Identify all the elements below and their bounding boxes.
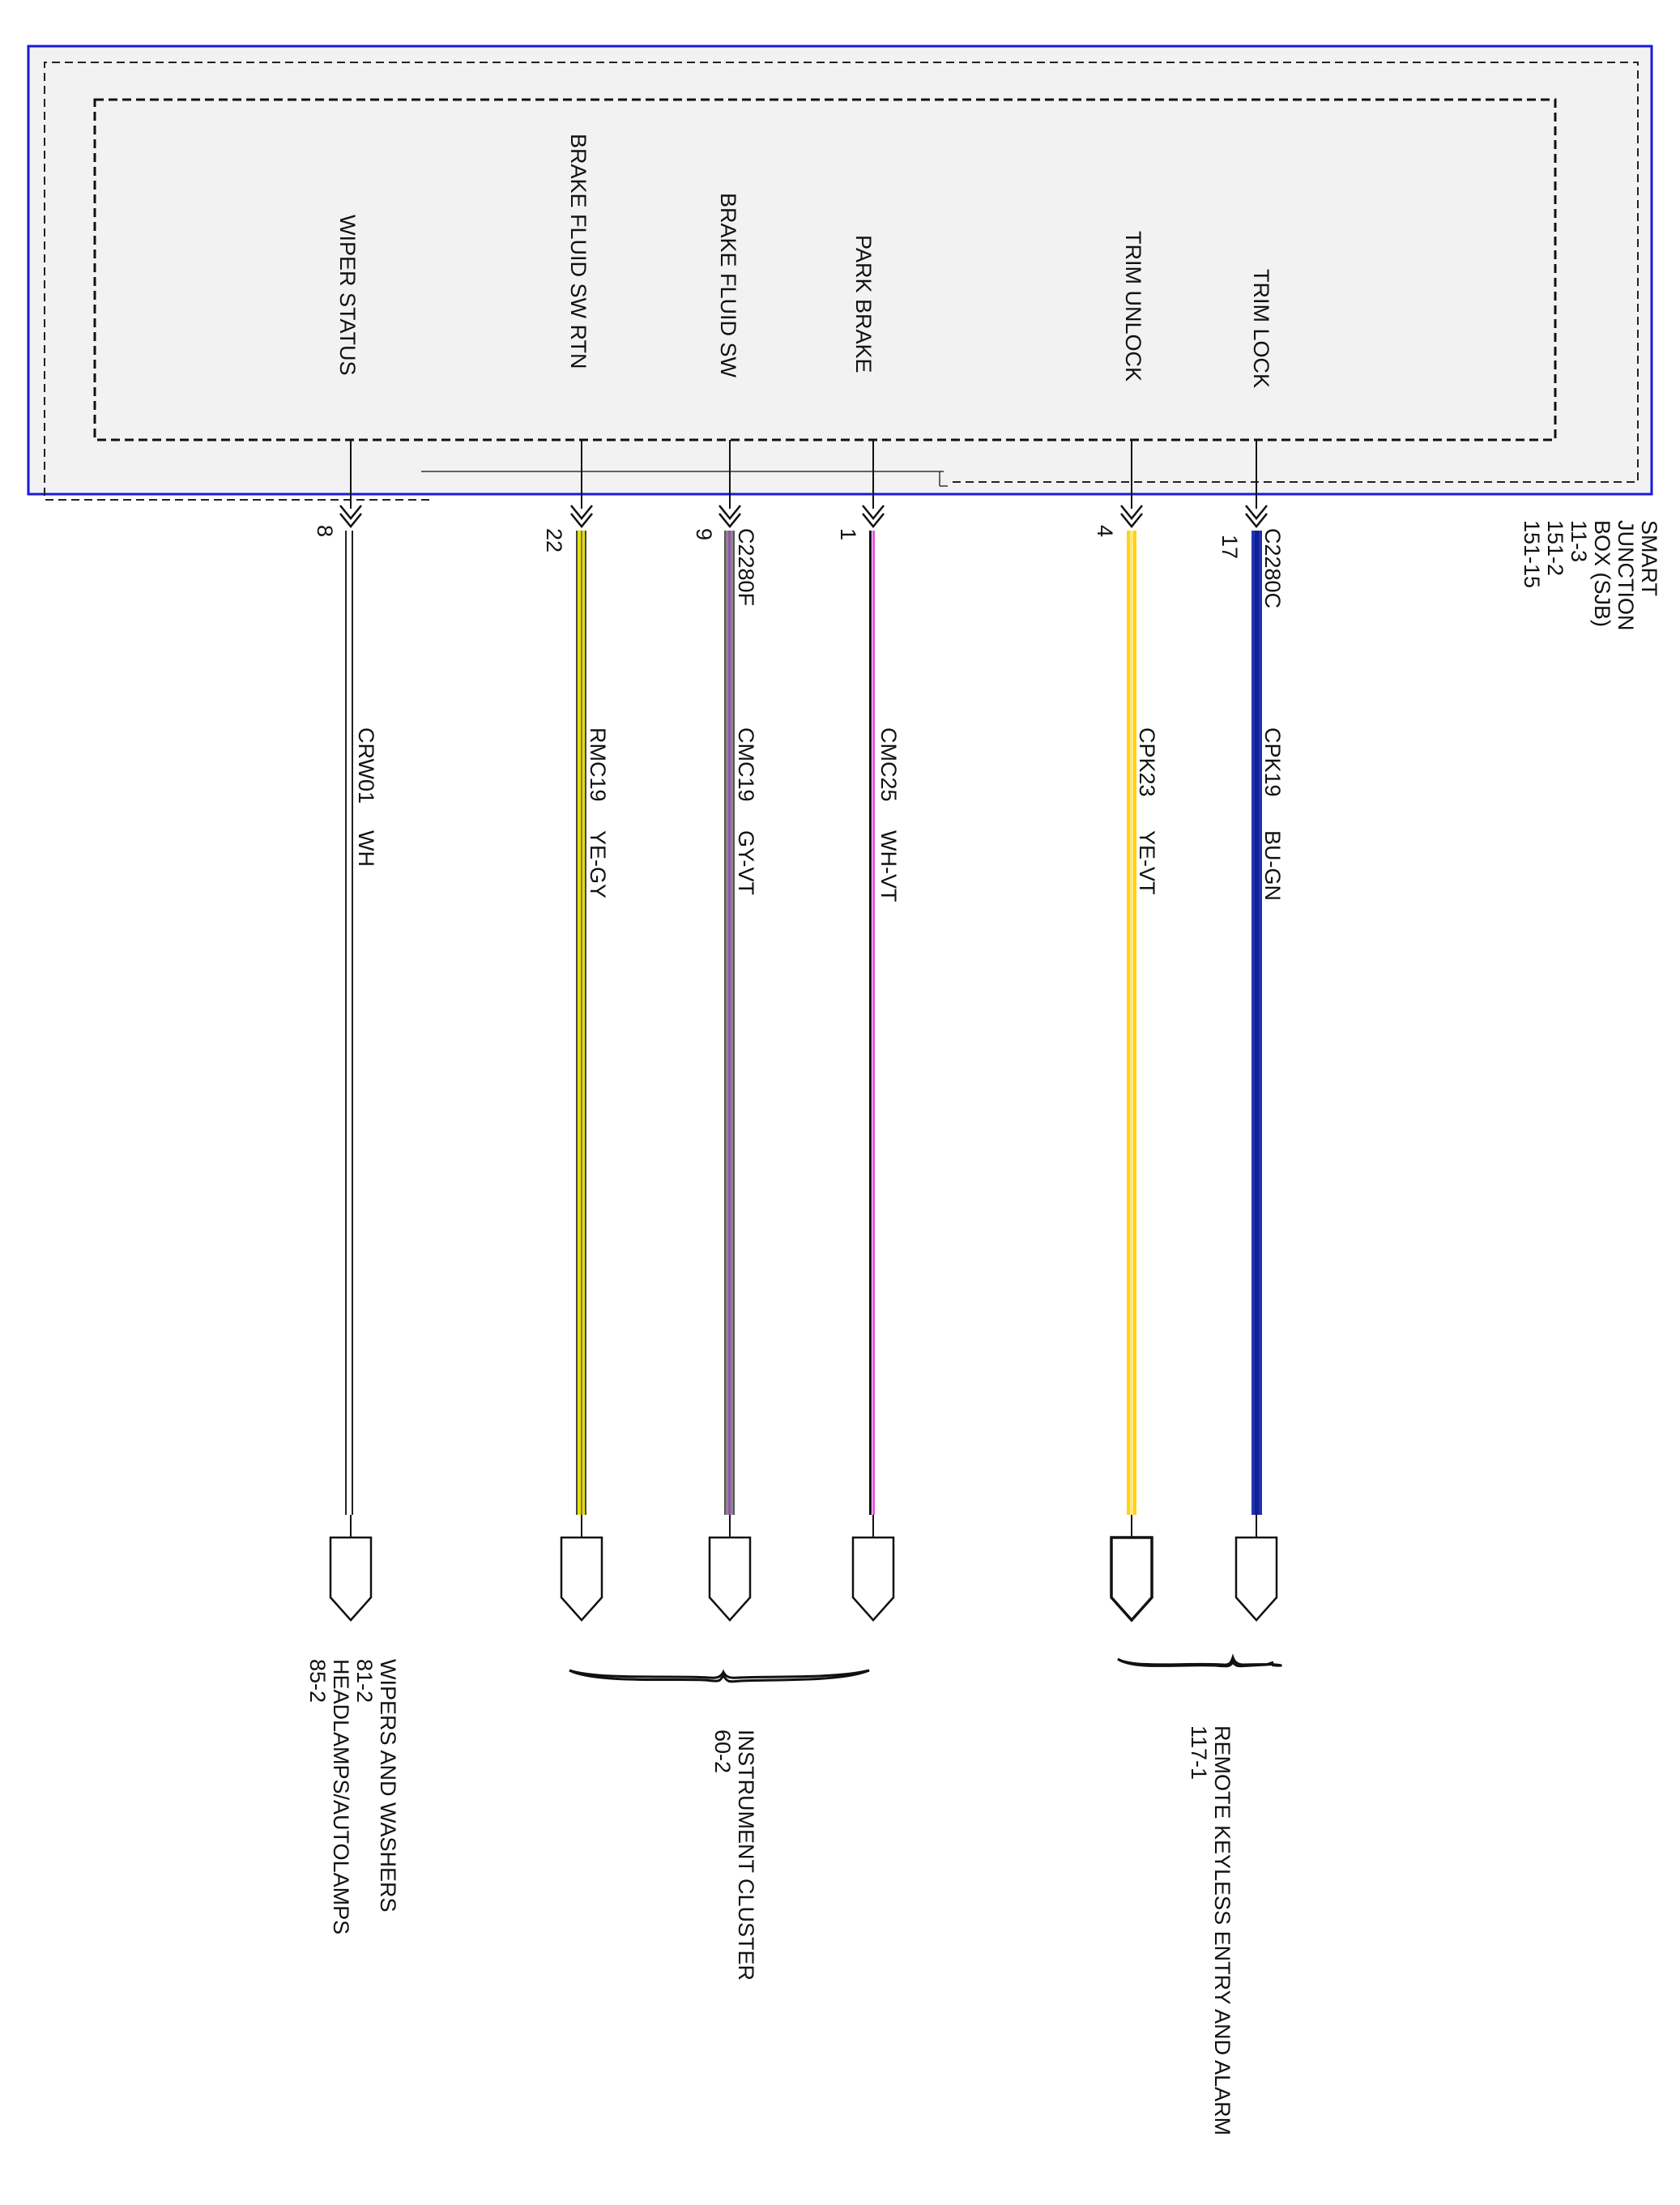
color-code-gy-vt: GY-VT (734, 830, 758, 895)
pin-label-4: 4 (1093, 525, 1117, 537)
connector-arrow-icon (339, 505, 362, 528)
connector-arrow-icon (1245, 505, 1268, 528)
signal-labels: TRIM LOCK TRIM UNLOCK PARK BRAKE BRAKE F… (335, 134, 1273, 388)
color-code-wh: WH (354, 830, 378, 867)
pin-labels: C2280C 17 4 1 C2280F 9 22 8 (313, 525, 1285, 608)
pin-label-1: 1 (836, 528, 860, 540)
pointer-icon (708, 1536, 752, 1622)
destination-label-remote-keyless: REMOTE KEYLESS ENTRY AND ALARM 117-1 (1187, 1725, 1234, 2142)
destination-line: REMOTE KEYLESS ENTRY AND ALARM (1210, 1725, 1234, 2135)
circuit-id-cmc25: CMC25 (876, 727, 901, 802)
circuit-id-rmc19: RMC19 (586, 727, 610, 802)
circuit-id-cpk23: CPK23 (1135, 727, 1159, 797)
pin-label-8: 8 (313, 525, 337, 537)
destination-line: WIPERS AND WASHERS (376, 1659, 400, 1913)
color-code-ye-vt: YE-VT (1135, 830, 1159, 895)
module-inner-dashed-border (93, 98, 1557, 441)
pin-label-22: 22 (542, 528, 566, 552)
connector-label-c2280f: C2280F (734, 528, 758, 606)
internal-leads (350, 440, 1257, 509)
module-name-line: BOX (SJB) (1590, 520, 1614, 627)
pin-label-17: 17 (1217, 535, 1242, 559)
color-code-bu-gn: BU-GN (1260, 830, 1285, 901)
pointer-icon (851, 1536, 895, 1622)
wires (345, 531, 1262, 1515)
wire-park-brake (869, 531, 872, 1515)
module-dashed-border (44, 62, 1639, 501)
destination-line: 117-1 (1187, 1725, 1211, 1780)
wire-wiper-status (345, 531, 347, 1515)
brace-icon (569, 1669, 870, 1683)
connector-arrow-icon (862, 505, 885, 528)
signal-label-brake-fluid-sw-rtn: BRAKE FLUID SW RTN (566, 134, 591, 369)
circuit-id-crw01: CRW01 (354, 727, 378, 804)
destination-line: 60-2 (710, 1729, 735, 1773)
circuit-labels: CPK19 BU-GN CPK23 YE-VT CMC25 WH-VT CMC1… (354, 727, 1285, 902)
destination-labels: REMOTE KEYLESS ENTRY AND ALARM 117-1 INS… (305, 1659, 1234, 2142)
connector-arrows (339, 505, 1268, 528)
pointer-icon (560, 1536, 603, 1622)
module-name-line: SMART (1637, 520, 1661, 596)
module-name-label: SMART JUNCTION BOX (SJB) 11-3 151-2 151-… (1520, 520, 1661, 637)
module-name-line: JUNCTION (1614, 520, 1638, 631)
module-name-line: 151-2 (1543, 520, 1567, 576)
destination-pointers (329, 1536, 1278, 1623)
signal-label-trim-unlock: TRIM UNLOCK (1121, 231, 1145, 382)
circuit-id-cpk19: CPK19 (1260, 727, 1285, 797)
destination-line: INSTRUMENT CLUSTER (734, 1729, 758, 1981)
connector-arrow-icon (718, 505, 741, 528)
module-outer-border (27, 45, 1653, 496)
connector-arrow-icon (1120, 505, 1143, 528)
signal-label-wiper-status: WIPER STATUS (335, 215, 360, 376)
destination-label-wipers-headlamps: WIPERS AND WASHERS 81-2 HEADLAMPS/AUTOLA… (305, 1659, 400, 1941)
pointer-icon (1234, 1536, 1278, 1622)
smart-junction-box: SMART JUNCTION BOX (SJB) 11-3 151-2 151-… (27, 45, 1661, 637)
connector-label-c2280c: C2280C (1260, 528, 1285, 608)
destination-line: HEADLAMPS/AUTOLAMPS (329, 1659, 353, 1934)
signal-label-brake-fluid-sw: BRAKE FLUID SW (716, 193, 740, 378)
signal-label-park-brake: PARK BRAKE (851, 235, 876, 373)
pointer-icon (329, 1536, 373, 1622)
pin-label-9: 9 (692, 528, 716, 540)
pointer-icon (1110, 1536, 1153, 1623)
color-code-wh-vt: WH-VT (876, 830, 901, 902)
pointer-leads (350, 1515, 1257, 1538)
destination-line: 85-2 (305, 1659, 330, 1703)
signal-label-trim-lock: TRIM LOCK (1249, 269, 1273, 388)
grouping-braces (569, 1653, 1282, 1683)
destination-line: 81-2 (352, 1659, 377, 1703)
module-name-line: 11-3 (1567, 520, 1591, 562)
color-code-ye-gy: YE-GY (586, 830, 610, 898)
module-name-line: 151-15 (1520, 520, 1544, 588)
destination-label-instrument-cluster: INSTRUMENT CLUSTER 60-2 (710, 1729, 758, 1987)
circuit-id-cmc19: CMC19 (734, 727, 758, 802)
connector-arrow-icon (570, 505, 593, 528)
